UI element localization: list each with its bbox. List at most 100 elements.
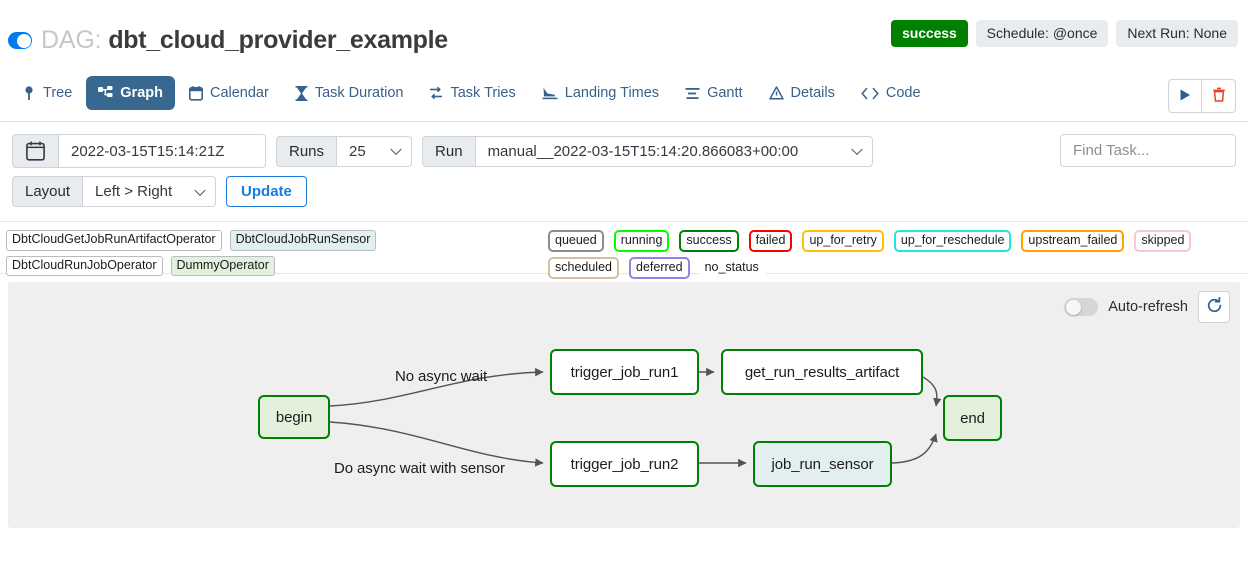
execution-date-input[interactable]: 2022-03-15T15:14:21Z [58, 134, 266, 168]
tab-task-duration[interactable]: Task Duration [283, 76, 416, 110]
dag-node-label: get_run_results_artifact [744, 363, 900, 381]
dag-graph-canvas[interactable]: Auto-refresh begin [8, 282, 1240, 528]
calendar-icon [188, 85, 203, 101]
tab-label: Tree [43, 85, 73, 101]
state-chip-queued[interactable]: queued [548, 230, 604, 252]
dag-edges [329, 367, 942, 468]
state-chip-up-for-reschedule[interactable]: up_for_reschedule [893, 230, 1012, 252]
tab-label: Code [885, 85, 921, 101]
tab-calendar[interactable]: Calendar [177, 76, 281, 110]
run-controls-row-2: Layout Left > Right Update [12, 176, 1236, 207]
operator-chip[interactable]: DbtCloudJobRunSensor [229, 230, 377, 251]
tab-task-tries[interactable]: Task Tries [417, 76, 527, 110]
run-label: Run [422, 135, 475, 167]
dag-node-trigger-job-run1[interactable]: trigger_job_run1 [550, 349, 699, 395]
delete-dag-button[interactable] [1202, 79, 1236, 113]
run-controls: 2022-03-15T15:14:21Z Runs 25 Run manual_… [0, 122, 1248, 222]
retry-icon [429, 86, 443, 100]
code-icon [861, 87, 879, 100]
state-chip-running[interactable]: running [613, 230, 670, 252]
find-task-input[interactable]: Find Task... [1060, 134, 1236, 167]
tab-graph[interactable]: Graph [86, 76, 175, 110]
calendar-icon[interactable] [12, 134, 58, 168]
tab-tree[interactable]: Tree [10, 76, 84, 110]
run-controls-row-1: 2022-03-15T15:14:21Z Runs 25 Run manual_… [12, 134, 1236, 168]
edge-label-do-async-wait: Do async wait with sensor [334, 460, 505, 477]
dag-node-label: trigger_job_run1 [570, 363, 679, 381]
state-chip-failed[interactable]: failed [748, 230, 793, 252]
trigger-dag-button[interactable] [1168, 79, 1202, 113]
play-icon [1178, 88, 1192, 105]
run-select[interactable]: manual__2022-03-15T15:14:20.866083+00:00 [474, 135, 873, 167]
runs-select[interactable]: 25 [336, 135, 413, 167]
edge-label-no-async-wait: No async wait [395, 368, 488, 385]
tab-label: Task Duration [314, 85, 404, 101]
refresh-button[interactable] [1198, 291, 1230, 323]
operator-chip[interactable]: DbtCloudGetJobRunArtifactOperator [6, 230, 222, 251]
tab-label: Details [790, 85, 835, 101]
dag-node-label: end [960, 409, 985, 427]
tab-label: Task Tries [450, 85, 516, 101]
operator-chip[interactable]: DbtCloudRunJobOperator [6, 255, 163, 277]
tab-label: Gantt [707, 85, 743, 101]
tab-landing-times[interactable]: Landing Times [530, 76, 671, 110]
runs-label: Runs [276, 135, 337, 167]
operator-chip[interactable]: DummyOperator [170, 255, 275, 277]
tab-label: Calendar [209, 85, 269, 101]
layout-label: Layout [12, 176, 83, 207]
schedule-badge[interactable]: Schedule: @once [975, 20, 1109, 48]
dag-pause-toggle[interactable] [8, 32, 32, 49]
gantt-icon [685, 87, 700, 100]
update-button[interactable]: Update [226, 176, 307, 207]
tab-gantt[interactable]: Gantt [673, 76, 754, 110]
state-chip-skipped[interactable]: skipped [1134, 230, 1192, 252]
auto-refresh-toggle[interactable] [1064, 298, 1099, 316]
header-badges: success Schedule: @once Next Run: None [891, 20, 1238, 48]
dag-node-begin[interactable]: begin [258, 395, 330, 439]
dag-node-trigger-job-run2[interactable]: trigger_job_run2 [550, 441, 699, 487]
graph-refresh-controls: Auto-refresh [1064, 291, 1230, 323]
trash-icon [1212, 87, 1226, 105]
refresh-icon [1206, 296, 1223, 317]
tab-code[interactable]: Code [849, 76, 933, 110]
edge-sensor-to-end [891, 433, 938, 464]
run-select-group: Run manual__2022-03-15T15:14:20.866083+0… [422, 135, 873, 167]
auto-refresh-label: Auto-refresh [1108, 299, 1188, 315]
layout-select[interactable]: Left > Right [82, 176, 217, 207]
page-header: DAG: dbt_cloud_provider_example success … [0, 0, 1248, 70]
dag-node-label: job_run_sensor [771, 455, 874, 473]
state-chip-deferred[interactable]: deferred [629, 256, 690, 279]
tree-icon [22, 85, 36, 101]
dag-prefix-label: DAG: [41, 26, 102, 54]
state-chip-up-for-retry[interactable]: up_for_retry [802, 230, 884, 252]
state-chip-scheduled[interactable]: scheduled [548, 256, 619, 279]
state-legend: queued running success failed up_for_ret… [548, 230, 1248, 279]
dag-node-end[interactable]: end [943, 395, 1002, 441]
tab-label: Graph [120, 85, 163, 101]
tab-label: Landing Times [564, 85, 660, 101]
view-tabs-bar: Tree Graph Calendar Task Duration Task T [0, 70, 1248, 122]
next-run-badge[interactable]: Next Run: None [1116, 20, 1238, 48]
view-tabs: Tree Graph Calendar Task Duration Task T [10, 76, 933, 110]
state-chip-upstream-failed[interactable]: upstream_failed [1021, 230, 1125, 252]
tab-details[interactable]: Details [757, 76, 847, 110]
page-title: dbt_cloud_provider_example [108, 26, 448, 54]
landing-icon [542, 86, 558, 100]
graph-icon [98, 86, 113, 100]
operator-legend: DbtCloudGetJobRunArtifactOperator DbtClo… [6, 230, 536, 277]
legend-bar: DbtCloudGetJobRunArtifactOperator DbtClo… [0, 222, 1248, 279]
execution-date-group: 2022-03-15T15:14:21Z [12, 134, 266, 168]
dag-node-get-run-results-artifact[interactable]: get_run_results_artifact [721, 349, 923, 395]
dag-title: DAG: dbt_cloud_provider_example [8, 26, 448, 55]
status-badge: success [891, 20, 968, 48]
hourglass-icon [295, 85, 308, 101]
edge-artifact-to-end [922, 376, 942, 407]
edge-begin-to-trigger2 [329, 421, 544, 467]
dag-node-job-run-sensor[interactable]: job_run_sensor [753, 441, 892, 487]
state-chip-no-status[interactable]: no_status [699, 256, 766, 279]
layout-group: Layout Left > Right [12, 176, 217, 207]
state-chip-success[interactable]: success [679, 230, 739, 252]
runs-count-group: Runs 25 [276, 135, 413, 167]
edge-begin-to-trigger1 [329, 367, 544, 407]
dag-node-label: trigger_job_run2 [570, 455, 679, 473]
